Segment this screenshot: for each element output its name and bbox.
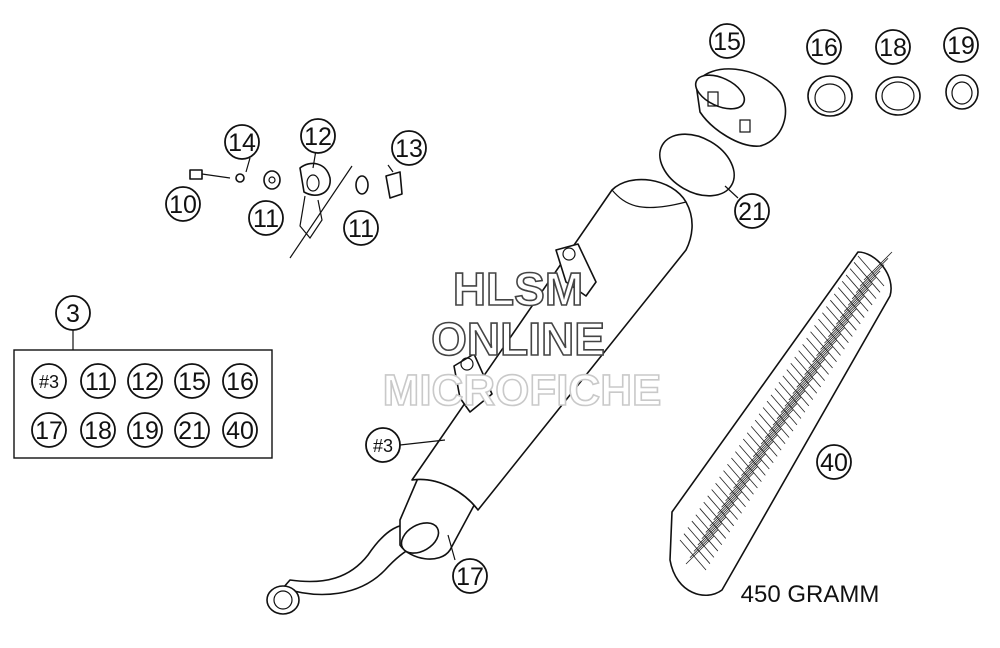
hatch-stroke: [863, 251, 893, 281]
svg-text:17: 17: [35, 417, 63, 445]
callout-21: 21: [734, 193, 770, 229]
ring-19: [945, 74, 979, 110]
svg-text:15: 15: [713, 28, 741, 56]
svg-text:12: 12: [131, 368, 159, 396]
svg-text:10: 10: [169, 191, 197, 219]
kit-item: 12: [127, 363, 163, 399]
svg-text:18: 18: [84, 417, 112, 445]
callout-13: 13: [391, 130, 427, 166]
svg-text:21: 21: [178, 417, 206, 445]
svg-text:17: 17: [456, 563, 484, 591]
svg-text:21: 21: [738, 198, 766, 226]
hatch-stroke: [855, 264, 885, 293]
svg-text:40: 40: [820, 449, 848, 477]
svg-text:18: 18: [879, 34, 907, 62]
kit-item: 11: [80, 363, 116, 399]
svg-text:HLSM: HLSM: [453, 263, 583, 315]
svg-text:13: 13: [395, 135, 423, 163]
svg-text:15: 15: [178, 368, 206, 396]
svg-text:16: 16: [810, 34, 838, 62]
svg-text:16: 16: [226, 368, 254, 396]
callout-11-right: 11: [343, 210, 379, 246]
kit-item: 40: [222, 412, 258, 448]
kit-row-1: #3 11 12 15 16: [31, 363, 258, 399]
hatch-stroke: [857, 255, 885, 287]
svg-text:12: 12: [304, 123, 332, 151]
callout-3: 3: [55, 295, 91, 331]
svg-text:ONLINE: ONLINE: [431, 313, 605, 365]
kit-item: 21: [174, 412, 210, 448]
svg-text:11: 11: [253, 205, 279, 233]
kit-item: 16: [222, 363, 258, 399]
weight-note: 450 GRAMM: [741, 581, 880, 608]
bolt-assembly: [189, 162, 403, 259]
svg-text:11: 11: [348, 215, 374, 243]
hatch-stroke: [859, 258, 889, 287]
svg-text:40: 40: [226, 417, 254, 445]
callout-40: 40: [816, 444, 852, 480]
heat-wrap-40: [669, 251, 893, 597]
kit-item: 17: [31, 412, 67, 448]
callout-17: 17: [452, 558, 488, 594]
callout-18: 18: [875, 29, 911, 65]
callout-12: 12: [300, 118, 336, 154]
svg-text:#3: #3: [39, 372, 59, 392]
end-cap-15: [694, 68, 787, 147]
callout-10: 10: [165, 186, 201, 222]
kit-item: #3: [31, 363, 67, 399]
callout-15: 15: [709, 23, 745, 59]
kit-item: 15: [174, 363, 210, 399]
callout-16: 16: [806, 29, 842, 65]
callout-11-left: 11: [248, 200, 284, 236]
svg-text:3: 3: [66, 300, 80, 328]
watermark: HLSM ONLINE MICROFICHE: [382, 262, 662, 416]
kit-item: 18: [80, 412, 116, 448]
svg-text:19: 19: [947, 32, 975, 60]
muffler-body: [266, 178, 693, 615]
callout-14: 14: [224, 124, 260, 160]
ring-18: [875, 76, 921, 116]
kit-row-2: 17 18 19 21 40: [31, 412, 258, 448]
svg-text:19: 19: [131, 417, 159, 445]
ring-16: [807, 75, 853, 117]
svg-text:11: 11: [85, 368, 111, 396]
callout-3-body: #3: [365, 427, 401, 463]
kit-item: 19: [127, 412, 163, 448]
svg-text:14: 14: [228, 129, 256, 157]
o-ring-21: [659, 133, 735, 197]
callout-19: 19: [943, 27, 979, 63]
svg-text:MICROFICHE: MICROFICHE: [383, 366, 662, 415]
svg-text:#3: #3: [373, 436, 393, 456]
